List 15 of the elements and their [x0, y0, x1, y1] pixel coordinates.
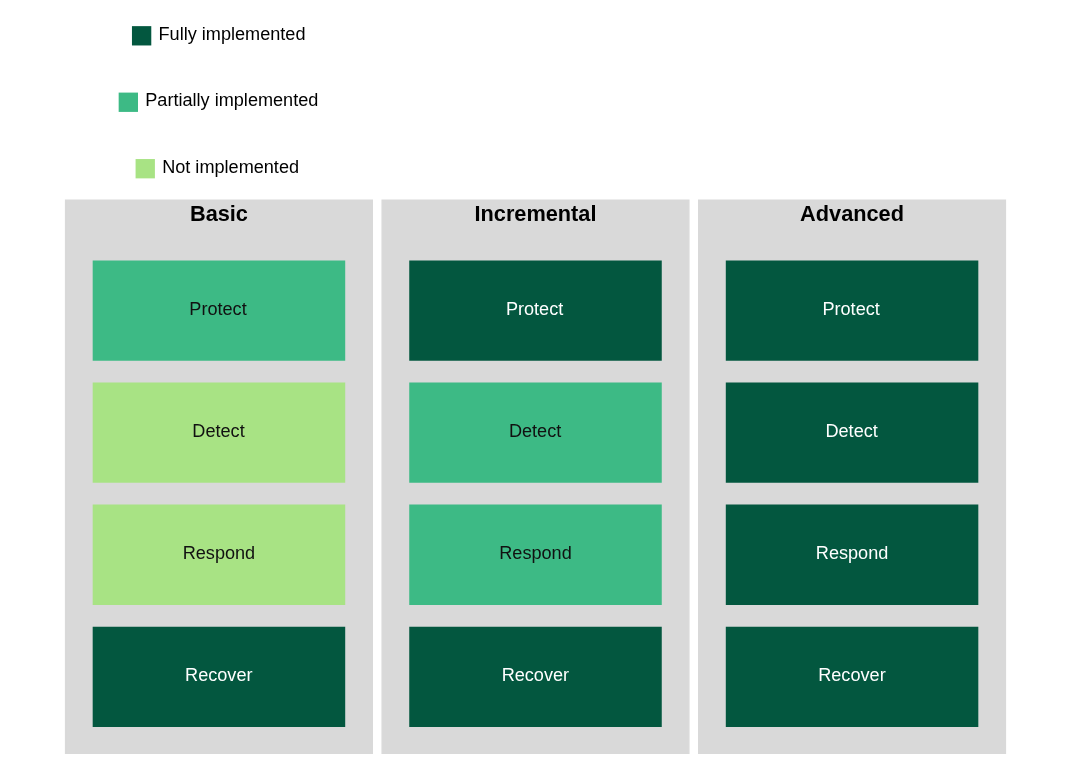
node-box: Recover [408, 626, 662, 727]
node-box: Protect [725, 260, 978, 361]
node-box: Recover [725, 626, 978, 727]
node-box: Respond [725, 504, 978, 605]
node-box: Protect [408, 260, 662, 361]
node-box: Protect [92, 260, 345, 361]
node-box: Respond [92, 504, 345, 605]
legend-label: Partially implemented [144, 90, 318, 111]
legend-label: Not implemented [161, 156, 299, 177]
node-box: Respond [408, 504, 662, 605]
node-box: Detect [92, 382, 345, 483]
node-box: Recover [92, 626, 345, 727]
legend-label: Fully implemented [158, 24, 305, 45]
node-box: Detect [725, 382, 978, 483]
node-box: Detect [408, 382, 662, 483]
